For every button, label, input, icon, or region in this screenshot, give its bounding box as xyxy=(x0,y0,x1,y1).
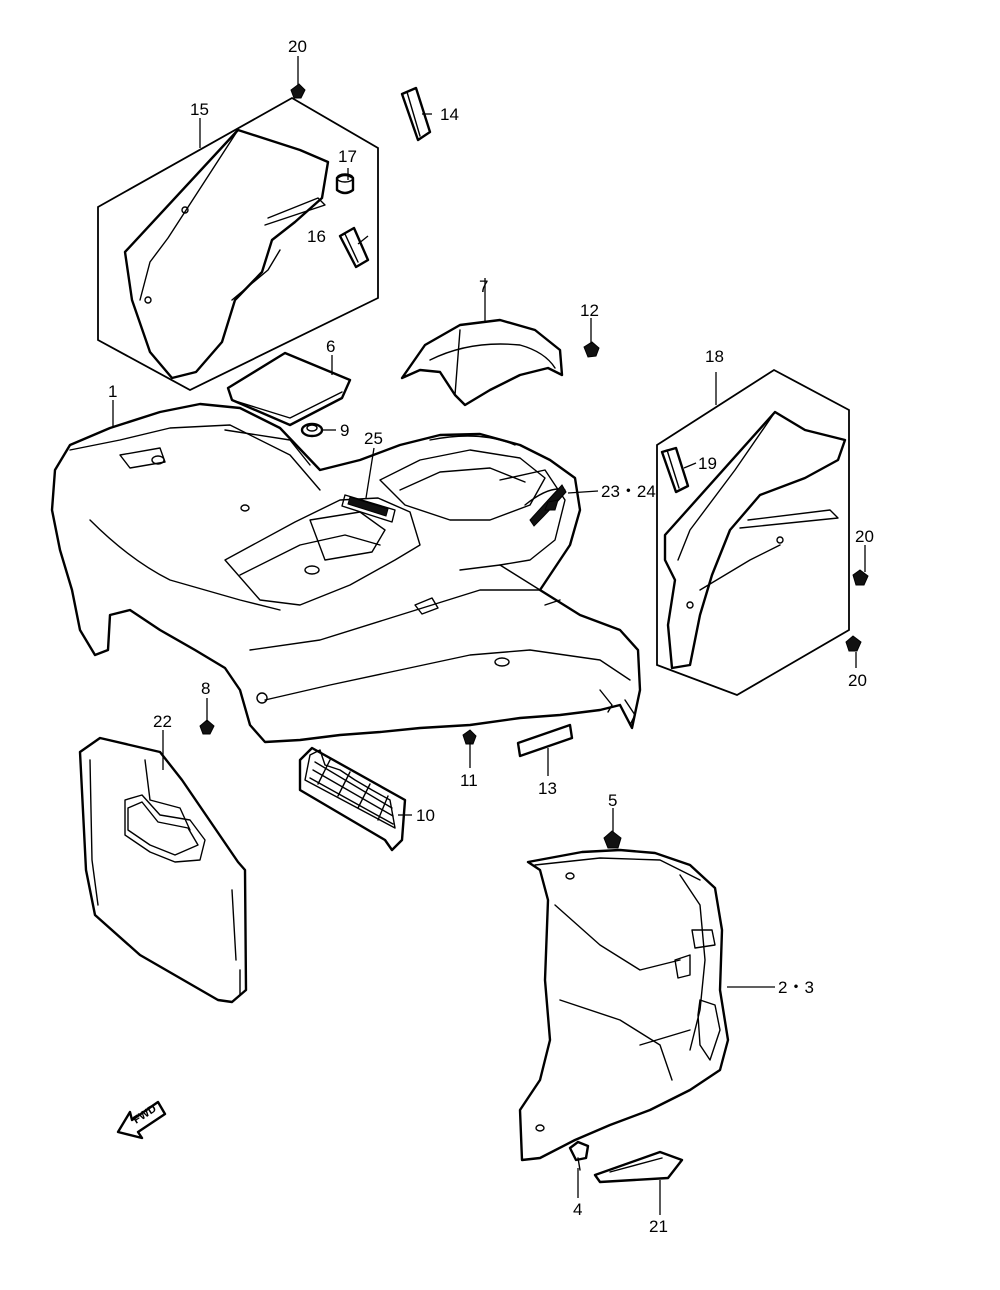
callout-2-3: 2・3 xyxy=(778,978,814,997)
part-12-bolt xyxy=(583,341,600,358)
part-13-strip xyxy=(516,723,574,758)
callout-14: 14 xyxy=(440,105,459,124)
part-25-emblem xyxy=(341,494,396,523)
part-17-grommet xyxy=(335,173,355,195)
callout-9: 9 xyxy=(340,421,349,440)
part-2-3-mudguard xyxy=(518,848,730,1162)
part-9-grommet xyxy=(300,422,324,438)
callout-20-top: 20 xyxy=(288,37,307,56)
part-14-cushion xyxy=(400,86,432,142)
part-5-clip xyxy=(603,830,622,849)
part-19-cushion xyxy=(660,446,690,494)
forward-arrow-icon: FWD xyxy=(116,1100,167,1140)
callout-17: 17 xyxy=(338,147,357,166)
part-20-screw-right-lower xyxy=(845,635,862,652)
callout-11: 11 xyxy=(460,771,478,790)
callout-23-24: 23・24 xyxy=(601,482,656,501)
leader-lines xyxy=(112,56,866,1215)
group-box-18 xyxy=(656,368,850,696)
part-16-cushion xyxy=(338,226,370,269)
callout-13: 13 xyxy=(538,779,557,798)
part-18-inner-panel xyxy=(663,410,847,670)
group-box-15 xyxy=(97,96,379,392)
callout-20-right-upper: 20 xyxy=(855,527,874,546)
part-11-nut xyxy=(462,729,477,745)
part-8-screw xyxy=(199,719,215,735)
part-21-strip xyxy=(593,1150,684,1184)
callout-21: 21 xyxy=(649,1217,668,1236)
callout-labels: 20 15 14 17 16 7 12 6 18 1 9 25 19 23・24… xyxy=(108,37,874,1236)
part-7-cover xyxy=(400,318,564,407)
callout-6: 6 xyxy=(326,337,335,356)
part-22-side-panel xyxy=(78,736,248,1004)
grille-mesh xyxy=(304,749,396,829)
callout-8: 8 xyxy=(201,679,210,698)
callout-4: 4 xyxy=(573,1200,582,1219)
part-20-screw-right-upper xyxy=(852,569,869,586)
callout-12: 12 xyxy=(580,301,599,320)
part-1-front-fender xyxy=(50,402,642,744)
part-10-grille xyxy=(298,746,407,852)
callout-25: 25 xyxy=(364,429,383,448)
part-15-inner-panel xyxy=(123,128,330,380)
callout-22: 22 xyxy=(153,712,172,731)
part-4-clip xyxy=(568,1140,590,1171)
callout-18: 18 xyxy=(705,347,724,366)
part-6-lid xyxy=(226,351,352,427)
part-20-screw-top xyxy=(290,83,306,99)
callout-15: 15 xyxy=(190,100,209,119)
callout-16: 16 xyxy=(307,227,326,246)
callout-10: 10 xyxy=(416,806,435,825)
callout-7: 7 xyxy=(479,277,488,296)
callout-1: 1 xyxy=(108,382,117,401)
callout-19: 19 xyxy=(698,454,717,473)
callout-20-right-lower: 20 xyxy=(848,671,867,690)
part-23-24-decal xyxy=(524,484,567,527)
callout-5: 5 xyxy=(608,791,617,810)
